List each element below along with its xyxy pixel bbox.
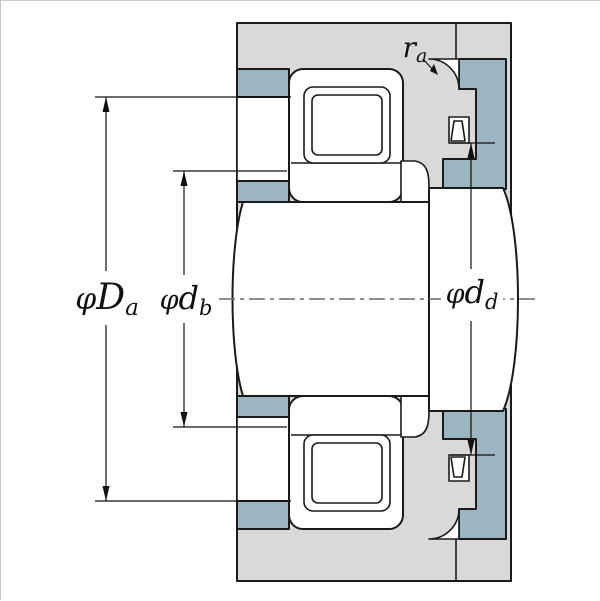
fillet-relief-bottom xyxy=(428,508,460,540)
housing-shoulder-ring-bottom xyxy=(236,500,290,530)
dd-arrow-up xyxy=(467,143,475,158)
dimension-Da: φDa xyxy=(67,96,291,502)
dimension-dd: φdd xyxy=(441,142,503,456)
inner-ring-rib-top xyxy=(400,160,430,204)
housing-shoulder-ring-top xyxy=(236,68,290,98)
roller-inner-line-top xyxy=(311,94,383,156)
db-arrow-up xyxy=(180,171,188,186)
da-arrow-down xyxy=(102,486,110,501)
end-cap-bracket-bottom xyxy=(442,408,507,540)
roller-inner-line-bottom xyxy=(311,442,383,504)
label-phi-dd: φdd xyxy=(446,273,499,314)
fillet-relief-top xyxy=(428,58,460,90)
shaft-spacer-bottom xyxy=(236,395,290,418)
dimension-ra: ra xyxy=(403,31,438,75)
label-phi-db: φdb xyxy=(160,279,213,320)
bore-pocket-bottom xyxy=(236,416,290,502)
db-arrow-down xyxy=(180,412,188,427)
lock-tab-top xyxy=(450,120,466,142)
end-cap-bracket-top xyxy=(442,58,507,190)
db-label-mask xyxy=(153,275,219,319)
ra-arrow xyxy=(430,64,438,75)
dimension-db: φdb xyxy=(153,170,287,428)
inner-ring-rib-bottom xyxy=(400,394,430,438)
da-label-mask xyxy=(67,271,149,321)
da-arrow-up xyxy=(102,97,110,112)
dd-label-mask xyxy=(441,269,503,313)
lock-tab-bottom xyxy=(450,456,466,478)
shaft-spacer-top xyxy=(236,180,290,203)
label-phi-Da: φDa xyxy=(75,277,139,321)
dd-arrow-down xyxy=(467,440,475,455)
bore-pocket-top xyxy=(236,96,290,182)
label-ra: ra xyxy=(403,31,428,67)
